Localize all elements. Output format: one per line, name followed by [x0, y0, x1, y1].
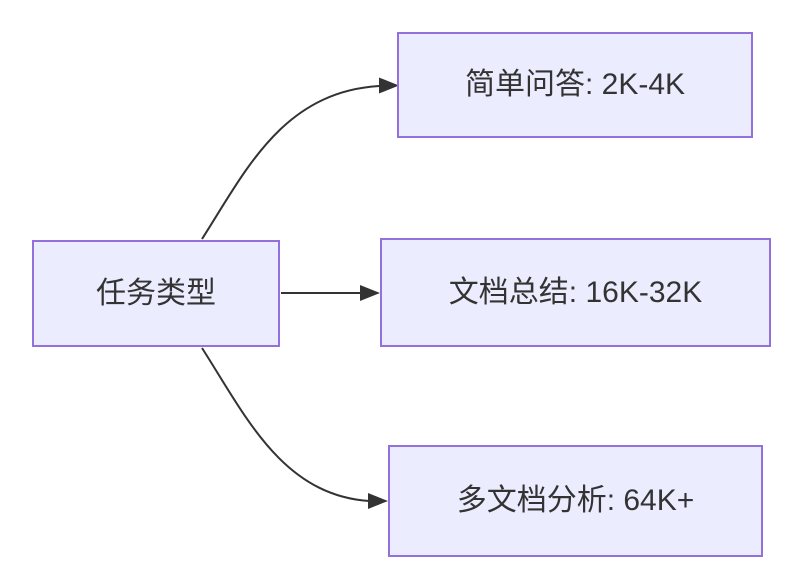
edge-to-multi-doc-analysis	[201, 347, 370, 502]
node-doc-summary: 文档总结: 16K-32K	[380, 238, 771, 347]
node-label: 简单问答: 2K-4K	[464, 68, 686, 101]
arrowhead-icon	[368, 493, 388, 509]
node-multi-doc-analysis: 多文档分析: 64K+	[388, 445, 763, 557]
edge-to-simple-qa	[201, 85, 380, 240]
arrowhead-icon	[379, 77, 399, 94]
node-label: 文档总结: 16K-32K	[448, 275, 703, 309]
arrowhead-icon	[360, 285, 380, 301]
node-label: 任务类型	[96, 276, 216, 310]
node-label: 多文档分析: 64K+	[456, 484, 695, 517]
node-task-type: 任务类型	[32, 240, 280, 347]
node-simple-qa: 简单问答: 2K-4K	[397, 32, 753, 138]
